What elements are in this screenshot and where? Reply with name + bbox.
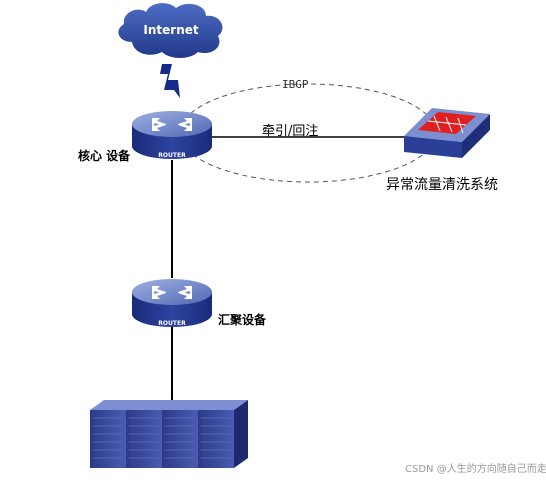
firewall-icon	[404, 108, 490, 158]
watermark: CSDN @人生的方向随自己而走	[405, 464, 546, 475]
core-router-icon	[132, 111, 212, 159]
lightning-icon	[160, 64, 180, 98]
divert-inject-label: 牵引/回注	[262, 124, 319, 139]
core-device-label: 核心 设备	[78, 149, 131, 163]
cleaning-system-label: 异常流量清洗系统	[386, 177, 498, 193]
internet-label: Internet	[143, 23, 198, 37]
aggregation-router-badge: ROUTER	[158, 320, 186, 327]
ibgp-label: IBGP	[282, 78, 309, 91]
aggregation-router-icon	[132, 279, 212, 327]
server-rack-icon	[90, 400, 248, 468]
core-router-badge: ROUTER	[158, 152, 186, 159]
cloud-icon	[118, 3, 223, 59]
aggregation-device-label: 汇聚设备	[218, 313, 267, 327]
